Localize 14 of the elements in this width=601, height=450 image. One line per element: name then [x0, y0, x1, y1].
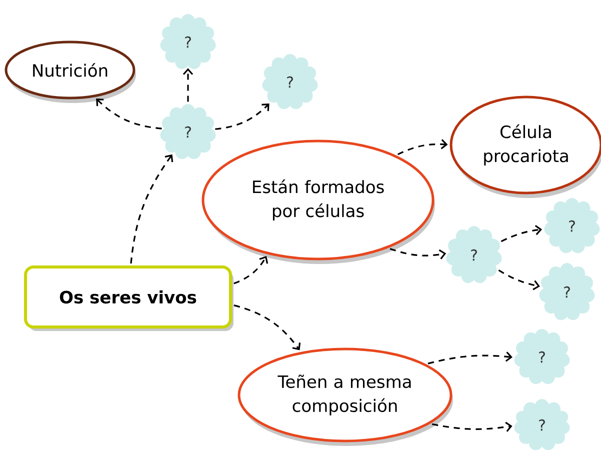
node-label: Célula procariota — [484, 124, 568, 166]
arrow — [182, 68, 194, 102]
arrow — [432, 422, 512, 432]
arrow — [428, 352, 512, 364]
arrow — [215, 104, 270, 130]
arrow — [234, 304, 301, 350]
arrow — [130, 154, 174, 264]
arrow — [500, 224, 542, 242]
concept-box: Os seres vivos — [24, 266, 234, 331]
arrow — [234, 256, 268, 284]
arrow — [390, 248, 446, 260]
arrow — [96, 98, 162, 130]
arrow — [498, 270, 540, 290]
arrow — [397, 139, 448, 156]
